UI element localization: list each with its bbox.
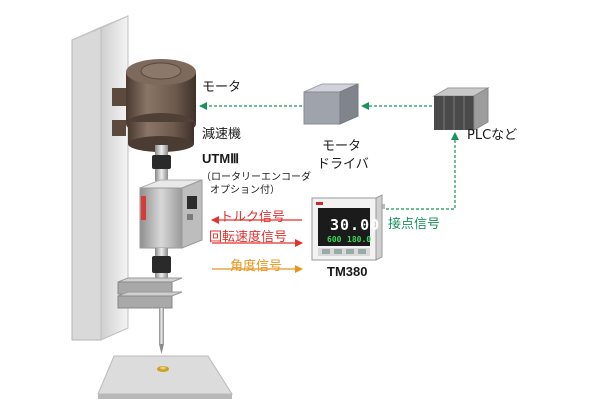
base-plate	[97, 355, 233, 399]
torque-signal-label: トルク信号	[220, 210, 286, 225]
rotation-signal-label: 回転速度信号	[209, 230, 288, 245]
angle-signal-label: 角度信号	[230, 259, 283, 274]
plc-unit	[432, 87, 490, 131]
motor-driver-label-line1: モータ	[322, 139, 362, 154]
screw-bit	[159, 308, 164, 354]
upper-coupling	[152, 145, 171, 181]
sensor-note-line1: （ロータリーエンコーダ	[201, 172, 311, 183]
motor-driver	[303, 83, 359, 125]
contact-signal-label: 接点信号	[388, 217, 441, 232]
meter-sub-readout-2: 180.0	[347, 235, 372, 244]
reducer	[112, 120, 194, 152]
reducer-label: 減速機	[202, 127, 242, 142]
motor-label: モータ	[202, 80, 242, 95]
meter-sub-readout-1: 600	[327, 235, 342, 244]
torque-sensor	[139, 179, 203, 249]
tm380-meter	[311, 194, 385, 261]
clamp	[117, 277, 183, 309]
plc-label: PLCなど	[467, 128, 518, 143]
sensor-note-line2: オプション付）	[210, 185, 280, 196]
meter-to-plc-line	[386, 132, 459, 210]
meter-model-label: TM380	[327, 264, 368, 279]
sensor-model-label: UTMⅢ	[202, 151, 240, 166]
meter-main-readout: 30.00	[330, 216, 381, 234]
motor-driver-label-line2: ドライバ	[317, 157, 369, 172]
